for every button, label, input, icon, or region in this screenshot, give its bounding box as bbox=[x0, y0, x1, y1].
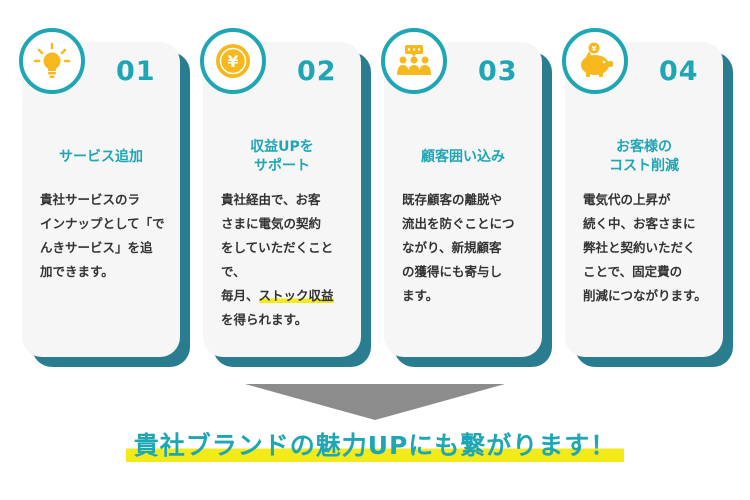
yen-coin-icon: ¥ bbox=[200, 28, 266, 94]
description-line: ながり、新規顧客 bbox=[402, 240, 502, 255]
card-body: 03 顧客囲い込み 既存顧客の離脱や 流出を防ぐことにつ ながり、新規顧客 の獲… bbox=[381, 28, 542, 357]
card-body: 01 サービス追加 貴社サービスのラ インナップとして「で んきサービス」を追 … bbox=[19, 28, 180, 357]
svg-text:¥: ¥ bbox=[227, 52, 238, 71]
lightbulb-icon bbox=[19, 28, 85, 94]
piggy-bank-icon: ¥ bbox=[562, 28, 628, 94]
card-02: ¥ 02 収益UPを サポート 貴社経由で、お客 さまに電気の契約 をしていただ… bbox=[200, 28, 371, 367]
card-number: 03 bbox=[478, 56, 518, 87]
card-03: 03 顧客囲い込み 既存顧客の離脱や 流出を防ぐことにつ ながり、新規顧客 の獲… bbox=[381, 28, 552, 367]
description-line: 続く中、お客さまに bbox=[583, 216, 696, 231]
card-number: 04 bbox=[659, 56, 699, 87]
description-line: 流出を防ぐことにつ bbox=[402, 216, 515, 231]
card-title: サービス追加 bbox=[59, 149, 143, 165]
description-line: 削減につながります。 bbox=[583, 288, 707, 303]
description-line: 弊社と契約いただく bbox=[583, 240, 696, 255]
description-line: ことで、固定費の bbox=[583, 264, 683, 279]
conclusion-text: 貴社ブランドの魅力UPにも繋がります！ bbox=[125, 426, 625, 462]
description-line: 貴社サービスのラ bbox=[40, 192, 141, 207]
description-line: の獲得にも寄与し bbox=[402, 264, 503, 279]
description-line: 貴社経由で、お客 bbox=[221, 192, 321, 207]
description-text: 毎月、 bbox=[221, 288, 259, 303]
description-line: さまに電気の契約 bbox=[221, 216, 322, 231]
description-line: 既存顧客の離脱や bbox=[402, 192, 503, 207]
card-01: 01 サービス追加 貴社サービスのラ インナップとして「で んきサービス」を追 … bbox=[19, 28, 190, 367]
card-description: 貴社サービスのラ インナップとして「で んきサービス」を追 加できます。 bbox=[40, 188, 166, 284]
customers-icon bbox=[381, 28, 447, 94]
conclusion-banner: 貴社ブランドの魅力UPにも繋がります！ bbox=[0, 426, 750, 462]
description-line: んきサービス」を追 bbox=[40, 240, 153, 255]
card-description: 既存顧客の離脱や 流出を防ぐことにつ ながり、新規顧客 の獲得にも寄与し ます。 bbox=[402, 188, 528, 308]
description-line: ます。 bbox=[402, 288, 439, 303]
down-arrow-icon bbox=[245, 384, 505, 420]
card-description: 電気代の上昇が 続く中、お客さまに 弊社と契約いただく ことで、固定費の 削減に… bbox=[583, 188, 709, 308]
card-description: 貴社経由で、お客 さまに電気の契約 をしていただくことで、 毎月、ストック収益 … bbox=[221, 188, 347, 332]
description-line: インナップとして「で bbox=[40, 216, 165, 231]
description-line: を得られます。 bbox=[221, 312, 308, 327]
card-body: ¥ 04 お客様の コスト削減 電気代の上昇が 続く中、お客さまに 弊社と契約い… bbox=[562, 28, 723, 357]
svg-text:¥: ¥ bbox=[592, 45, 597, 53]
description-line: をしていただくことで、 bbox=[221, 240, 334, 279]
description-line: 電気代の上昇が bbox=[583, 192, 671, 207]
card-number: 02 bbox=[297, 56, 337, 87]
card-number: 01 bbox=[116, 56, 156, 87]
card-04: ¥ 04 お客様の コスト削減 電気代の上昇が 続く中、お客さまに 弊社と契約い… bbox=[562, 28, 733, 367]
card-title: 顧客囲い込み bbox=[421, 149, 505, 165]
description-line: 毎月、ストック収益 bbox=[221, 284, 347, 308]
description-line: 加できます。 bbox=[40, 264, 114, 279]
card-title: お客様の コスト削減 bbox=[609, 139, 679, 174]
card-body: ¥ 02 収益UPを サポート 貴社経由で、お客 さまに電気の契約 をしていただ… bbox=[200, 28, 361, 357]
card-title: 収益UPを サポート bbox=[250, 139, 314, 174]
highlighted-text: ストック収益 bbox=[258, 288, 334, 303]
